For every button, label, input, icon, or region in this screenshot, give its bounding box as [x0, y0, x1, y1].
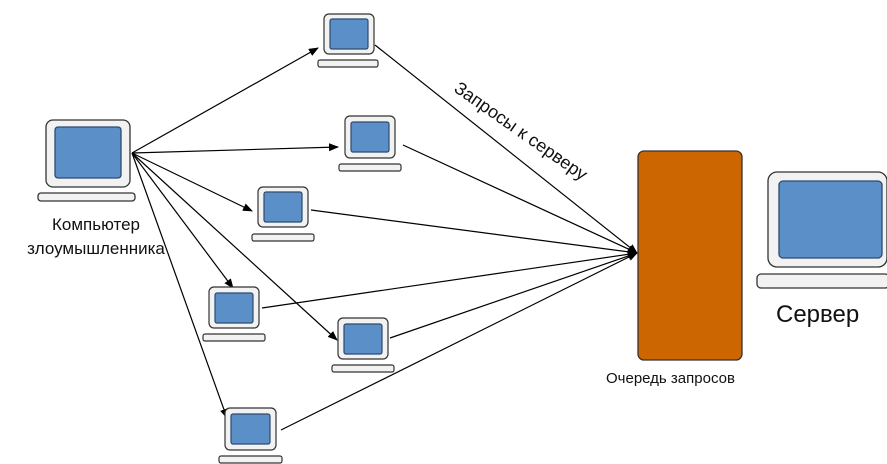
server-label: Сервер [776, 301, 860, 328]
edge-attacker-bot-4 [131, 152, 234, 289]
attacker-computer-icon [37, 119, 136, 202]
attacker-label: Компьютер злоумышленника [26, 213, 166, 261]
attacker-to-bot-edges [131, 47, 339, 419]
queue-label: Очередь запросов [606, 370, 735, 387]
bot-computer-1-icon [317, 13, 379, 68]
edge-bot-4-queue [261, 250, 638, 309]
edge-bot-5-queue [389, 252, 638, 339]
edge-bot-3-queue [310, 209, 638, 256]
edge-attacker-bot-3 [131, 152, 253, 212]
edge-bot-6-queue [280, 252, 638, 431]
attacker-label-line2: злоумышленника [27, 239, 165, 258]
bot-computer-4-icon [202, 286, 266, 342]
edge-attacker-bot-6 [131, 152, 228, 419]
bot-computer-6-icon [218, 407, 283, 464]
bot-computer-2-icon [338, 115, 402, 172]
edge-attacker-bot-2 [131, 143, 339, 154]
server-computer-icon [756, 171, 887, 289]
attacker-label-line1: Компьютер [52, 215, 140, 234]
edge-attacker-bot-1 [131, 47, 319, 154]
bot-to-queue-edges [261, 44, 638, 431]
bot-computer-5-icon [331, 317, 395, 373]
edge-bot-1-queue [374, 44, 638, 254]
bot-computer-3-icon [251, 186, 315, 242]
edge-attacker-bot-5 [131, 152, 338, 341]
edge-bot-2-queue [402, 144, 638, 254]
request-queue-box [637, 150, 743, 361]
